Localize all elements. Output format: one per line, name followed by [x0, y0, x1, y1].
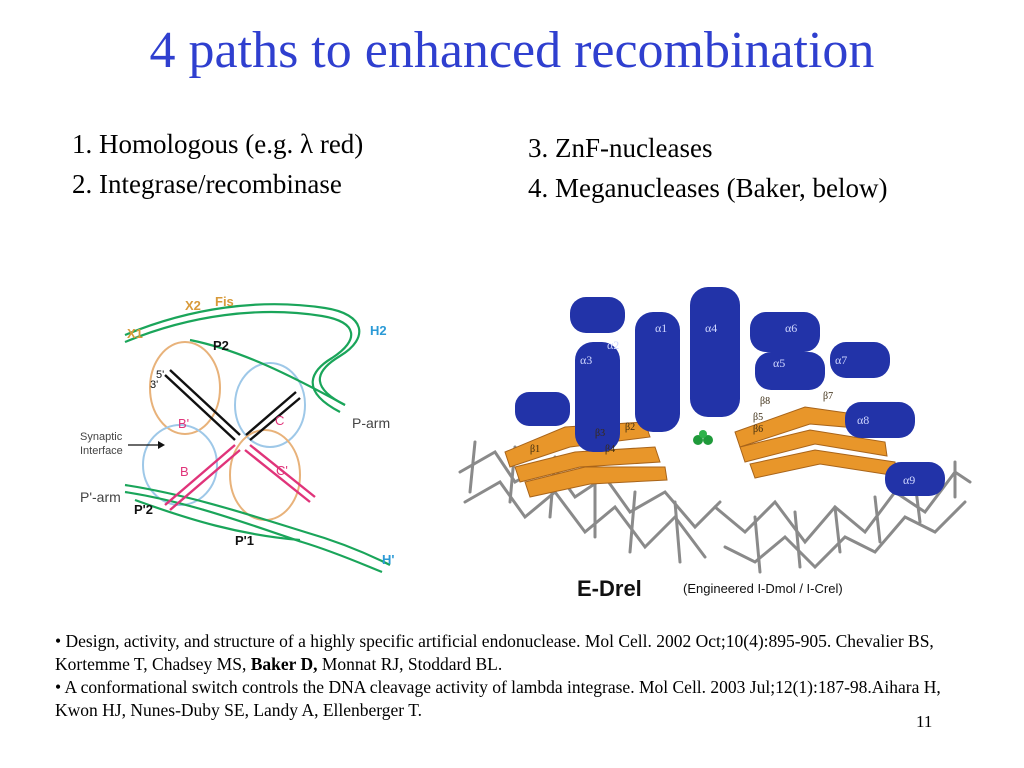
reference-item: • Design, activity, and structure of a h…: [55, 631, 934, 674]
label-p-prime-1: P'1: [235, 533, 254, 548]
path-list-right: 3. ZnF-nucleases 4. Meganucleases (Baker…: [528, 128, 888, 208]
helix-label-a7: α7: [835, 353, 847, 367]
path-list-left: 1. Homologous (e.g. λ red) 2. Integrase/…: [72, 124, 363, 204]
label-b-prime: B': [178, 416, 189, 431]
label-c-prime: C': [276, 463, 288, 478]
label-p-prime-2: P'2: [134, 502, 153, 517]
strand-label-b7: β7: [823, 391, 833, 402]
strand-label-b8: β8: [760, 396, 770, 407]
label-p2: P2: [213, 338, 229, 353]
label-p-prime-arm: P'-arm: [80, 489, 121, 505]
label-p-arm: P-arm: [352, 415, 390, 431]
strand-label-b5: β5: [753, 412, 763, 423]
label-c: C: [275, 413, 284, 428]
label-b: B: [180, 464, 189, 479]
strand-label-b3: β3: [595, 428, 605, 439]
strand-label-b4: β4: [605, 444, 615, 455]
helix-label-a8: α8: [857, 413, 869, 427]
helix-label-a9: α9: [903, 473, 915, 487]
protein-structure-figure: α1 α4 α2 α3 α6 α5 α7 α8 α9 β1 β2 β3 β4 β…: [455, 252, 975, 610]
helix-label-a6: α6: [785, 321, 797, 335]
helix-label-a1: α1: [655, 321, 667, 335]
page-number: 11: [916, 712, 933, 731]
path-item-integrase: 2. Integrase/recombinase: [72, 169, 342, 199]
label-x2: X2: [185, 298, 201, 313]
label-interface: Interface: [80, 445, 123, 457]
path-item-homologous: 1. Homologous (e.g. λ red): [72, 129, 364, 159]
label-three-prime: 3': [150, 379, 158, 391]
helix-label-a5: α5: [773, 356, 785, 370]
label-fis: Fis: [215, 294, 234, 309]
helix-label-a4: α4: [705, 321, 717, 335]
label-five-prime: 5': [156, 369, 164, 381]
path-item-znf: 3. ZnF-nucleases: [528, 133, 713, 163]
label-h-prime: H': [382, 552, 394, 567]
slide-title: 4 paths to enhanced recombination: [149, 22, 875, 79]
caption-sub: (Engineered I-Dmol / I-Crel): [683, 581, 843, 596]
strand-label-b6: β6: [753, 424, 763, 435]
strand-label-b1: β1: [530, 444, 540, 455]
synaptic-complex-diagram: X2 Fis X1 P2 H2 5' 3' B' C P-arm Synapti…: [80, 294, 394, 574]
helix-label-a3: α3: [580, 353, 592, 367]
helix-label-a2: α2: [607, 338, 619, 352]
path-item-meganucleases: 4. Meganucleases (Baker, below): [528, 173, 888, 203]
reference-item: • A conformational switch controls the D…: [55, 677, 941, 720]
caption-main: E-Drel: [577, 576, 642, 601]
label-h2: H2: [370, 323, 387, 338]
label-synaptic: Synaptic: [80, 431, 123, 443]
strand-label-b2: β2: [625, 422, 635, 433]
references: • Design, activity, and structure of a h…: [55, 630, 975, 722]
label-x1: X1: [127, 326, 143, 341]
